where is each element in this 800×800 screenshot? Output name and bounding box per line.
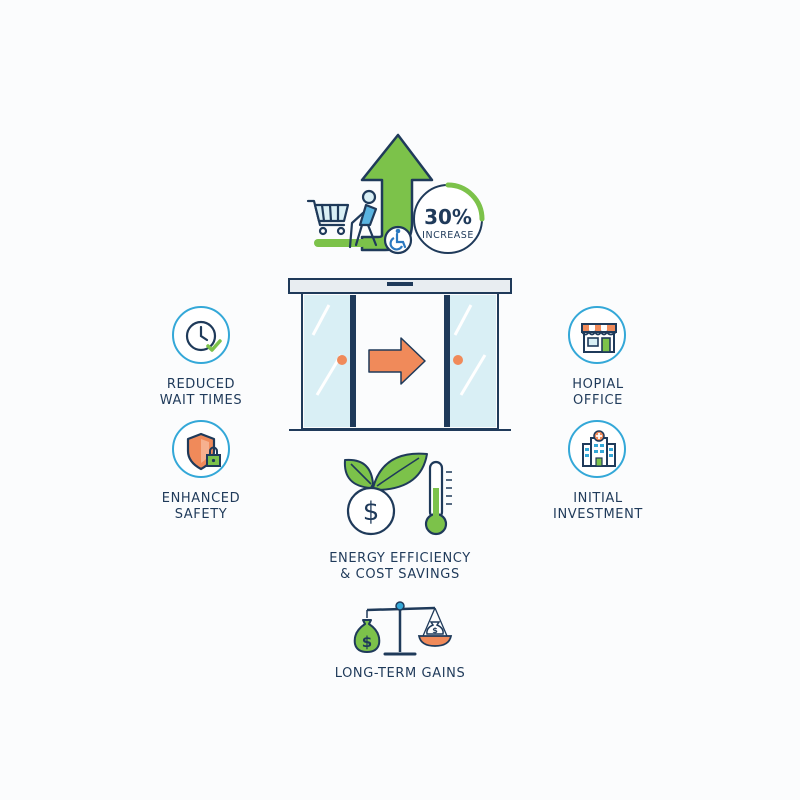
svg-text:$: $ [432, 626, 438, 635]
thermometer-icon [424, 460, 452, 536]
scale-pan-icon: $ [417, 607, 453, 647]
enhanced-safety-label: ENHANCED SAFETY [161, 491, 241, 522]
svg-text:$: $ [363, 497, 380, 527]
balance-scale-illustration: $ $ [353, 601, 453, 656]
increase-progress-ring [413, 182, 485, 254]
increase-percent: 30% [424, 205, 472, 229]
energy-efficiency-label: ENERGY EFFICIENCY & COST SAVINGS [329, 551, 471, 582]
growth-illustration [306, 133, 485, 255]
reduced-wait-times-label: REDUCED WAIT TIMES [159, 377, 243, 408]
shopping-cart-icon [306, 199, 350, 236]
storefront-icon [568, 306, 626, 364]
clock-check-icon [172, 306, 230, 364]
elderly-person-icon [348, 189, 378, 249]
initial-investment-label: INITIAL INVESTMENT [553, 491, 643, 522]
energy-savings-illustration: $ [343, 452, 452, 536]
hopial-office-label: HOPIAL OFFICE [572, 377, 624, 408]
automatic-sliding-door [288, 278, 512, 431]
svg-text:$: $ [362, 633, 372, 651]
increase-label: INCREASE [422, 230, 474, 241]
leaf-icon [343, 458, 374, 489]
right-arrow-icon [368, 337, 426, 385]
dollar-coin-icon: $ [346, 486, 396, 536]
money-bag-icon: $ [353, 610, 381, 653]
hospital-building-icon [568, 420, 626, 478]
shield-lock-icon [172, 420, 230, 478]
long-term-gains-label: LONG-TERM GAINS [334, 666, 466, 681]
accessibility-icon [383, 225, 413, 255]
